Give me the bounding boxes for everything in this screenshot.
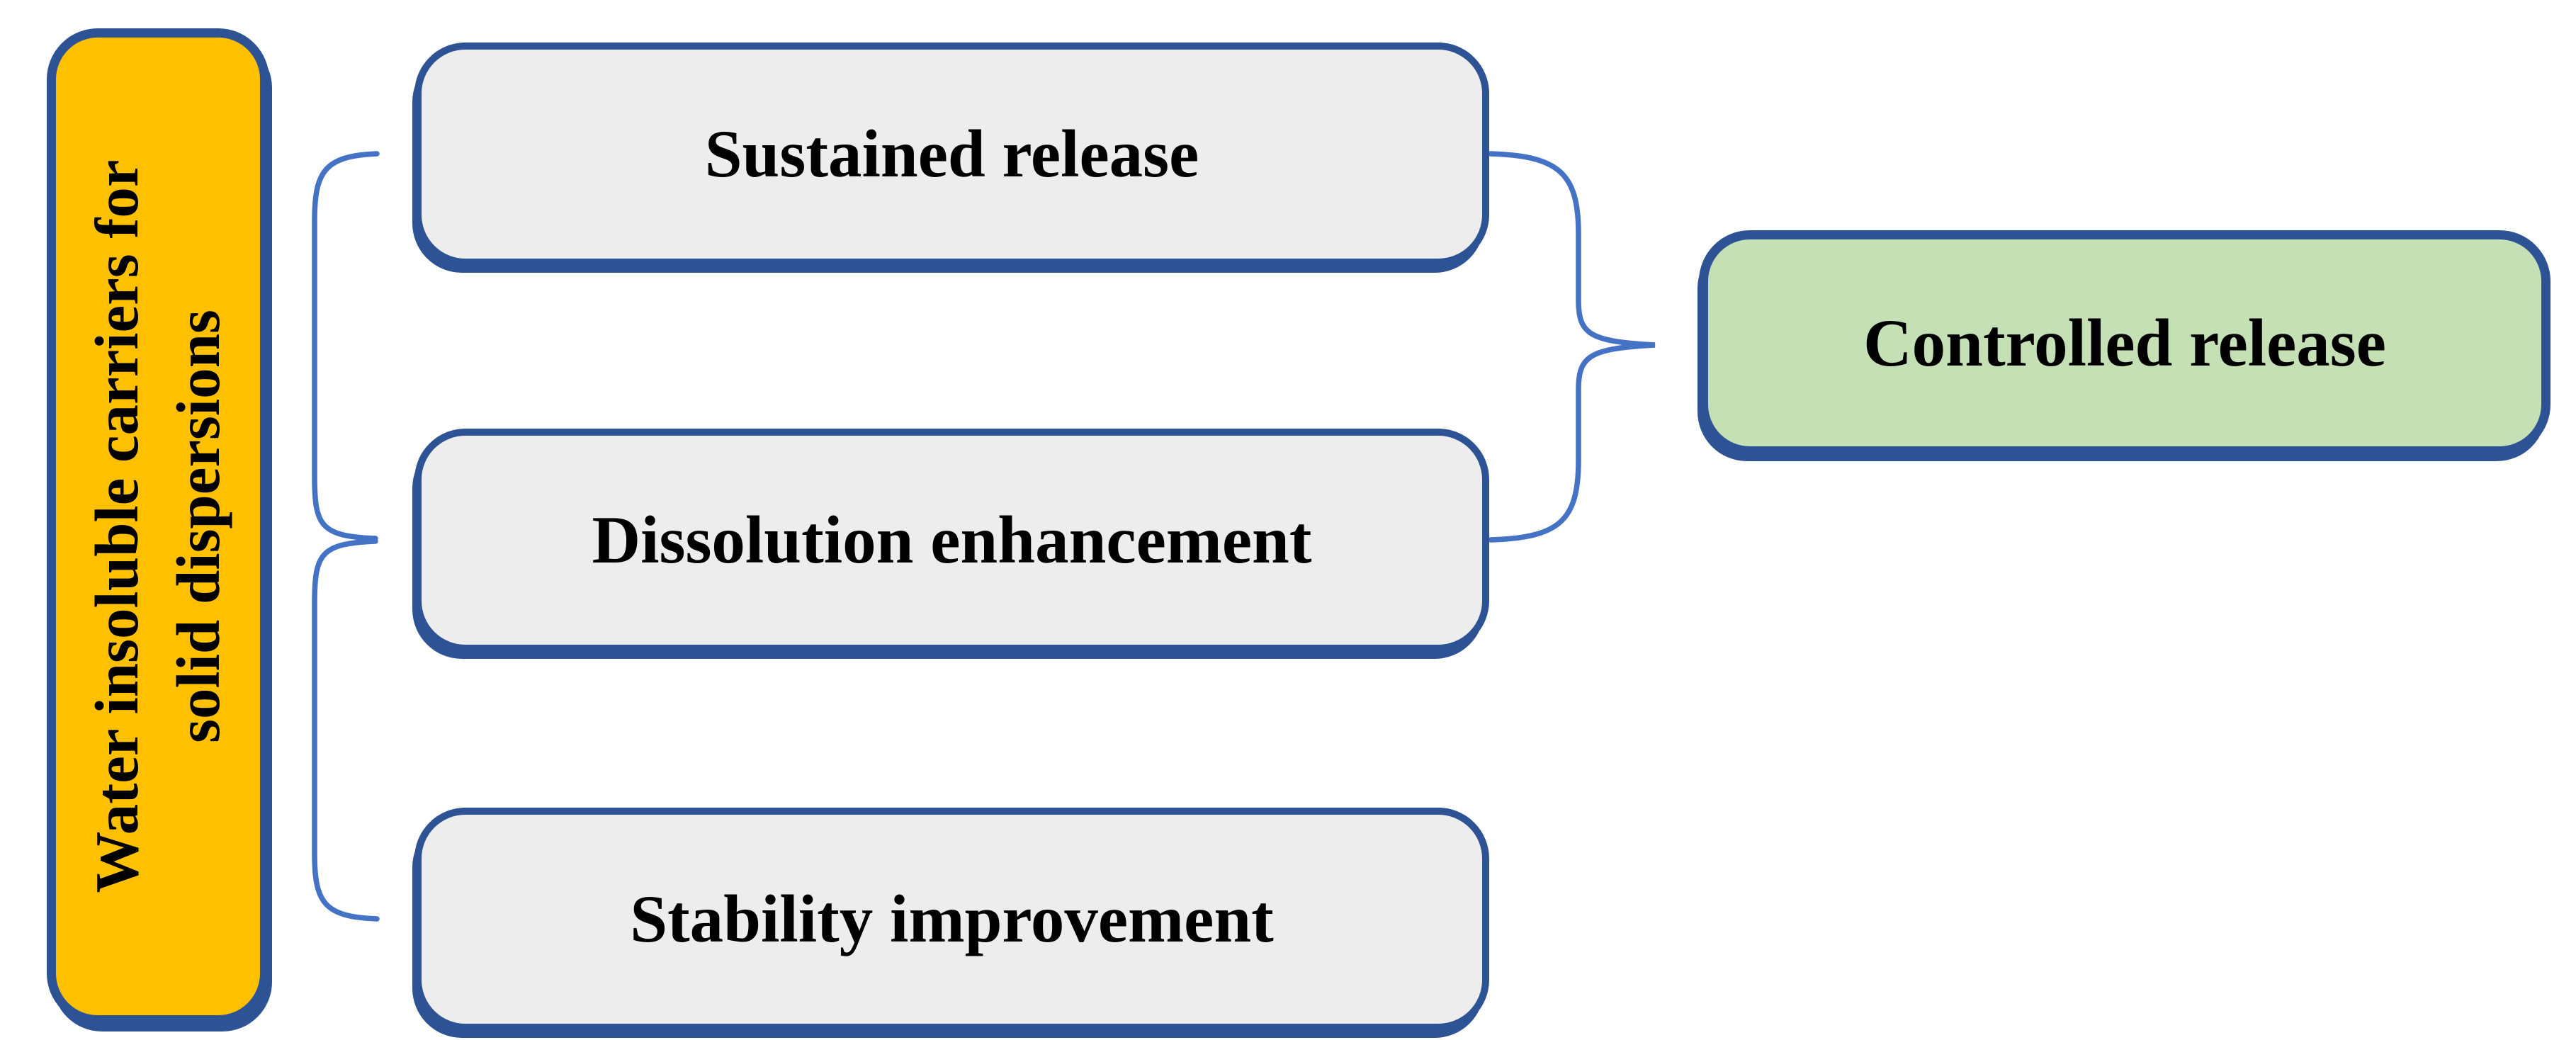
benefit-box-stability-improvement: Stability improvement	[414, 808, 1489, 1031]
benefit-box-sustained-release: Sustained release	[414, 43, 1489, 266]
outcome-box-label: Controlled release	[1863, 305, 2386, 380]
benefit-box-label: Dissolution enhancement	[592, 502, 1312, 578]
source-box-water-insoluble-carriers: Water insoluble carriers for solid dispe…	[47, 28, 269, 1024]
source-label-line1: Water insoluble carriers for	[82, 159, 152, 893]
brace-connector-right	[1488, 151, 1656, 543]
benefit-box-label: Stability improvement	[630, 881, 1274, 957]
source-box-label: Water insoluble carriers for solid dispe…	[77, 52, 239, 1001]
bracket-connector-left-top	[312, 151, 380, 541]
outcome-box-controlled-release: Controlled release	[1699, 230, 2550, 456]
source-label-line2: solid dispersions	[164, 310, 232, 743]
benefit-box-label: Sustained release	[704, 116, 1199, 192]
benefit-box-dissolution-enhancement: Dissolution enhancement	[414, 429, 1489, 652]
bracket-connector-left-bottom	[312, 538, 380, 922]
